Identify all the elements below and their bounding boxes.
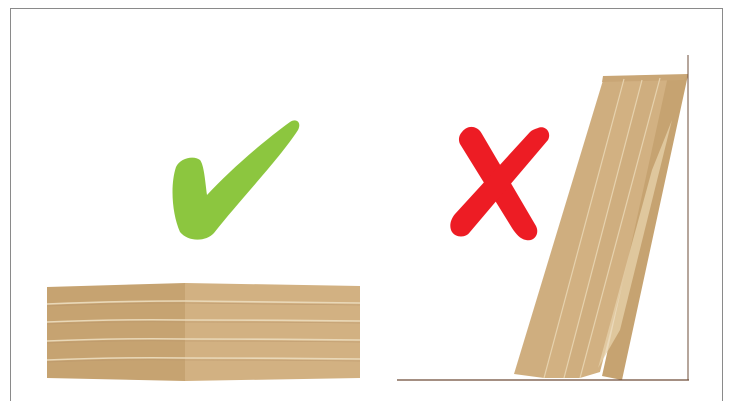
stack-right-face — [185, 283, 360, 381]
leaning-board-stack — [514, 74, 688, 380]
flat-board-stack — [47, 283, 360, 381]
x-mark-icon — [450, 127, 549, 240]
check-mark-icon — [173, 120, 300, 239]
stack-left-face — [47, 283, 185, 381]
